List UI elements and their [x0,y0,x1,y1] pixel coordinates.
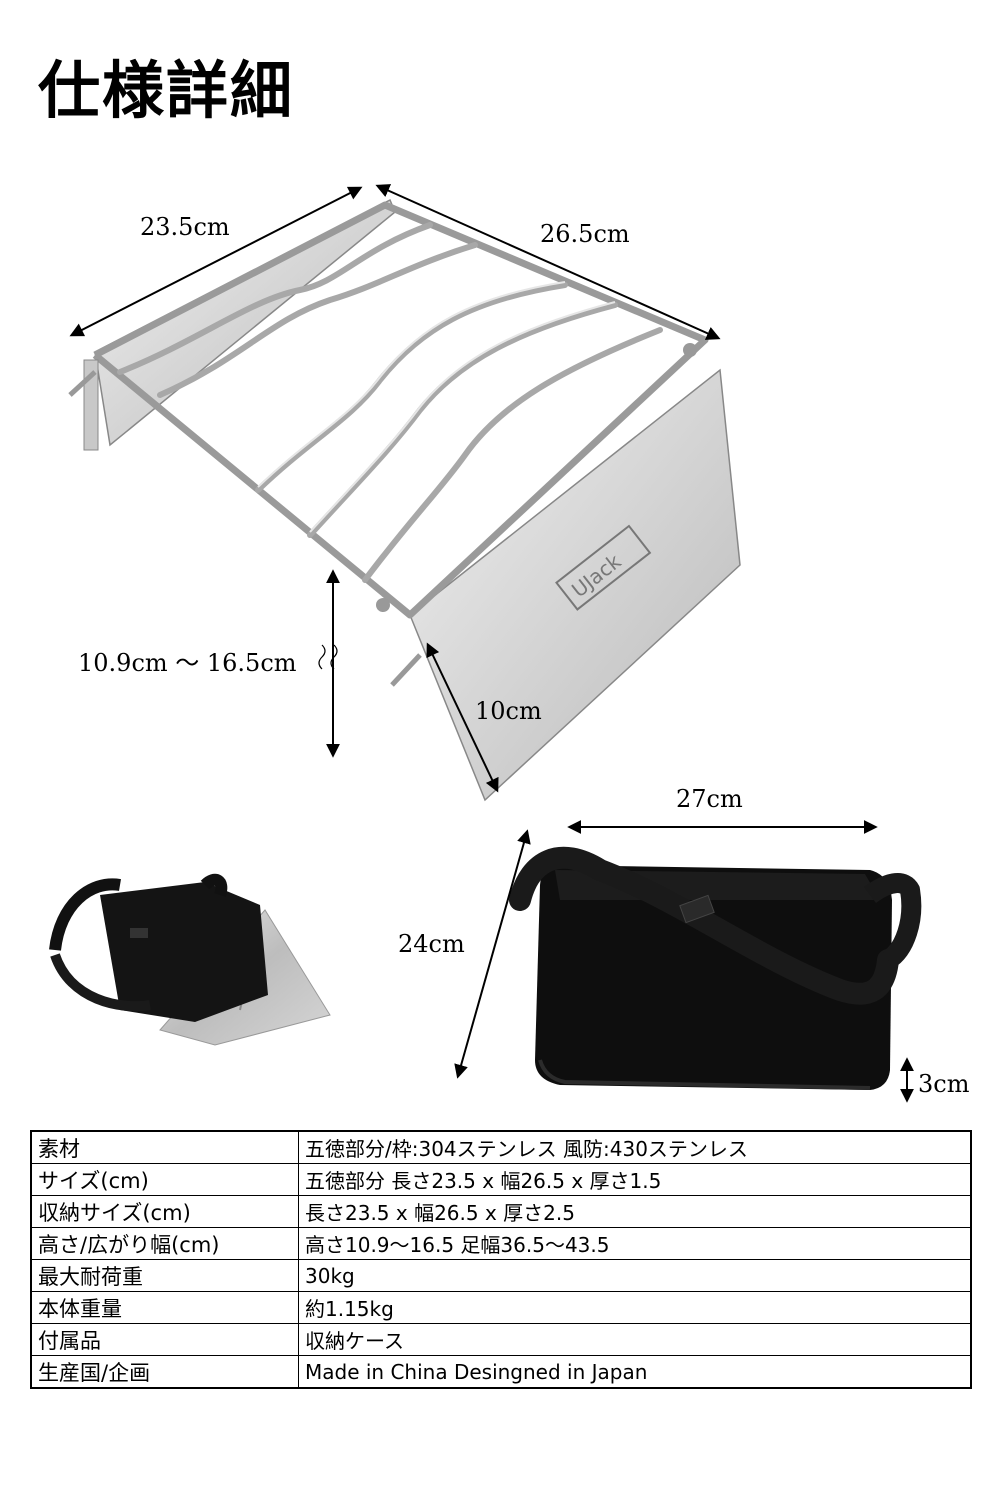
case-height-arrow [454,829,531,1079]
spec-label: 本体重量 [30,1291,299,1324]
spec-value: 収納ケース [298,1323,972,1356]
page-title: 仕様詳細 [38,54,295,127]
table-row: サイズ(cm) 五徳部分 長さ23.5 x 幅26.5 x 厚さ1.5 [30,1163,972,1196]
spec-label: 最大耐荷重 [30,1259,299,1292]
table-row: 生産国/企画 Made in China Desingned in Japan [30,1355,972,1389]
spec-label: 付属品 [30,1323,299,1356]
grill-width-label: 26.5cm [540,220,630,248]
spec-value: 30kg [298,1259,972,1292]
spec-value: 高さ10.9～16.5 足幅36.5～43.5 [298,1227,972,1260]
spec-label: サイズ(cm) [30,1163,299,1196]
spec-label: 高さ/広がり幅(cm) [30,1227,299,1260]
product-illustration: UJack [49,184,922,1103]
spec-value: 約1.15kg [298,1291,972,1324]
spec-value: 長さ23.5 x 幅26.5 x 厚さ2.5 [298,1195,972,1228]
spec-label: 素材 [30,1130,299,1164]
spec-value: 五徳部分 長さ23.5 x 幅26.5 x 厚さ1.5 [298,1163,972,1196]
case-thickness-label: 3cm [918,1070,970,1098]
table-row: 本体重量 約1.15kg [30,1291,972,1324]
table-row: 最大耐荷重 30kg [30,1259,972,1292]
windscreen-arrow [426,642,499,793]
case-height-label: 24cm [398,930,465,958]
width-arrow [375,184,721,340]
carry-case-photo [509,846,922,1090]
spec-label: 生産国/企画 [30,1355,299,1389]
grill-length-label: 23.5cm [140,213,230,241]
table-row: 付属品 収納ケース [30,1323,972,1356]
table-row: 素材 五徳部分/枠:304ステンレス 風防:430ステンレス [30,1130,972,1164]
height-range-label: 10.9cm ～ 16.5cm [78,649,297,677]
windscreen-height-label: 10cm [475,697,542,725]
case-width-label: 27cm [676,785,743,813]
squiggle-mark [318,644,338,670]
grill-stove: UJack [68,198,741,802]
spec-value: 五徳部分/枠:304ステンレス 風防:430ステンレス [298,1130,972,1164]
table-row: 収納サイズ(cm) 長さ23.5 x 幅26.5 x 厚さ2.5 [30,1195,972,1228]
length-arrow [69,186,363,337]
spec-label: 収納サイズ(cm) [30,1195,299,1228]
spec-value: Made in China Desingned in Japan [298,1355,972,1389]
grill-with-case-photo [49,873,331,1046]
spec-table: 素材 五徳部分/枠:304ステンレス 風防:430ステンレス サイズ(cm) 五… [30,1130,972,1389]
table-row: 高さ/広がり幅(cm) 高さ10.9～16.5 足幅36.5～43.5 [30,1227,972,1260]
